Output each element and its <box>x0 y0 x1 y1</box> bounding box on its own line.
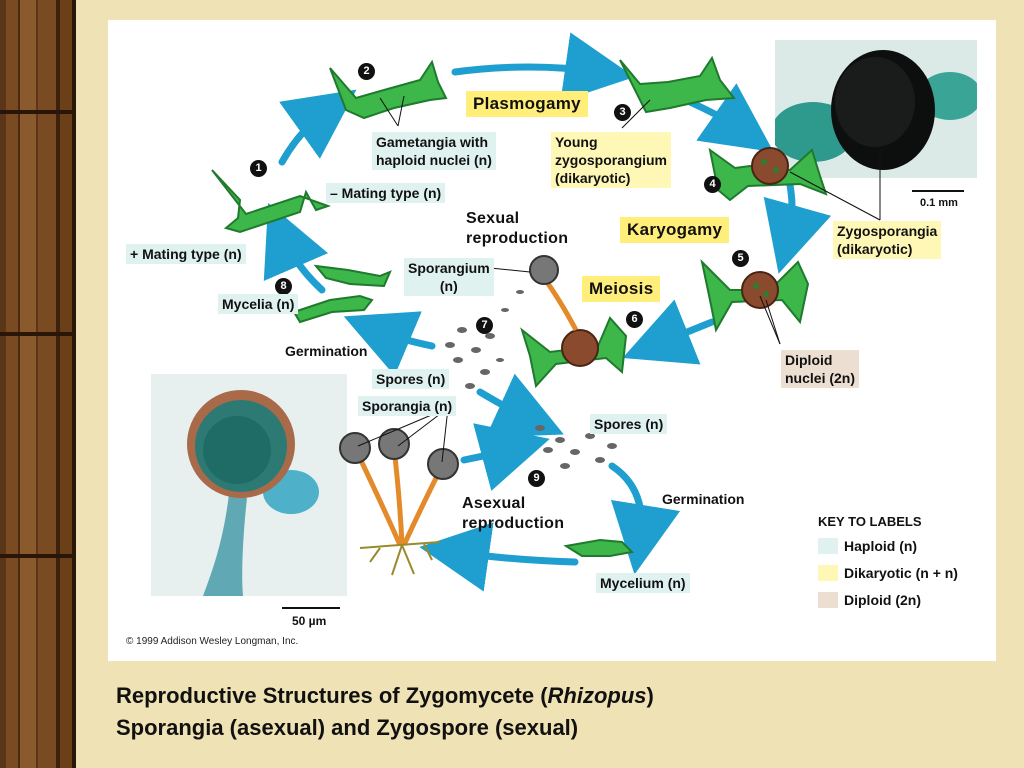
hypha-stage-3 <box>619 55 736 114</box>
caption-line-2: Sporangia (asexual) and Zygospore (sexua… <box>116 715 579 740</box>
step-6-marker: 6 <box>626 311 643 328</box>
key-dikaryotic: Dikaryotic (n + n) <box>818 565 958 581</box>
germination-bottom-label: Germination <box>662 491 745 507</box>
zygospore-stage-6 <box>561 329 599 367</box>
hypha-stage-2 <box>329 59 448 120</box>
sporangium-asexual-2 <box>378 428 410 460</box>
scale-label-top: 0.1 mm <box>920 197 958 209</box>
step-3-marker: 3 <box>614 104 631 121</box>
key-title: Key to labels <box>818 514 922 529</box>
sporangium-asexual-1 <box>339 432 371 464</box>
step-8-marker: 8 <box>275 278 292 295</box>
arrow-7-to-8 <box>343 311 436 376</box>
key-diploid: Diploid (2n) <box>818 592 921 608</box>
step-9-marker: 9 <box>528 470 545 487</box>
hypha-stage-8b <box>292 294 374 324</box>
caption-line-1: Reproductive Structures of Zygomycete (R… <box>116 683 654 708</box>
arrow-3-to-4 <box>686 83 774 153</box>
zygospore-stage-4 <box>751 147 789 185</box>
sporangium-micrograph <box>151 374 347 596</box>
step-5-marker: 5 <box>732 250 749 267</box>
arrow-spores <box>476 373 564 438</box>
step-4-marker: 4 <box>704 176 721 193</box>
arrow-mycelium-to-sporangia <box>419 522 579 592</box>
germination-top-label: Germination <box>285 343 368 359</box>
plus-mating-type-label: + Mating type (n) <box>126 244 246 264</box>
hypha-stage-8a <box>313 264 392 288</box>
decorative-sidebar <box>0 0 76 768</box>
arrow-to-9 <box>460 423 550 491</box>
arrow-1-to-2 <box>278 89 357 166</box>
mycelium-label: Mycelium (n) <box>596 573 690 593</box>
minus-mating-type-label: – Mating type (n) <box>326 183 446 203</box>
arrow-2-to-3 <box>451 32 635 102</box>
karyogamy-label: Karyogamy <box>620 217 730 243</box>
arrow-6-to-7 <box>622 299 716 365</box>
scale-label-bottom: 50 µm <box>292 614 327 628</box>
plasmogamy-label: Plasmogamy <box>466 91 588 117</box>
mycelia-label: Mycelia (n) <box>218 294 299 314</box>
arrow-8-to-1 <box>263 202 329 294</box>
hypha-stage-9 <box>563 538 635 557</box>
key-haploid: Haploid (n) <box>818 538 917 554</box>
dikaryotic-swatch <box>818 565 838 581</box>
step-7-marker: 7 <box>476 317 493 334</box>
sporangia-label: Sporangia (n) <box>358 396 457 416</box>
diploid-swatch <box>818 592 838 608</box>
slide-caption: Reproductive Structures of Zygomycete (R… <box>116 680 654 744</box>
sporangium-sexual <box>529 255 559 285</box>
step-1-marker: 1 <box>250 160 267 177</box>
spore-cloud <box>445 290 617 469</box>
meiosis-label: Meiosis <box>582 276 661 302</box>
sporangium-label: Sporangium(n) <box>404 258 494 296</box>
zygospore-stage-5 <box>741 271 779 309</box>
hypha-stage-1 <box>211 169 332 234</box>
haploid-swatch <box>818 538 838 554</box>
arrow-germination <box>608 462 681 575</box>
copyright: © 1999 Addison Wesley Longman, Inc. <box>126 636 299 647</box>
spores-left-label: Spores (n) <box>372 369 450 389</box>
spores-right-label: Spores (n) <box>590 414 668 434</box>
zygosporangia-label: Zygosporangia(dikaryotic) <box>833 221 942 259</box>
arrow-4-to-5 <box>763 181 832 274</box>
step-2-marker: 2 <box>358 63 375 80</box>
